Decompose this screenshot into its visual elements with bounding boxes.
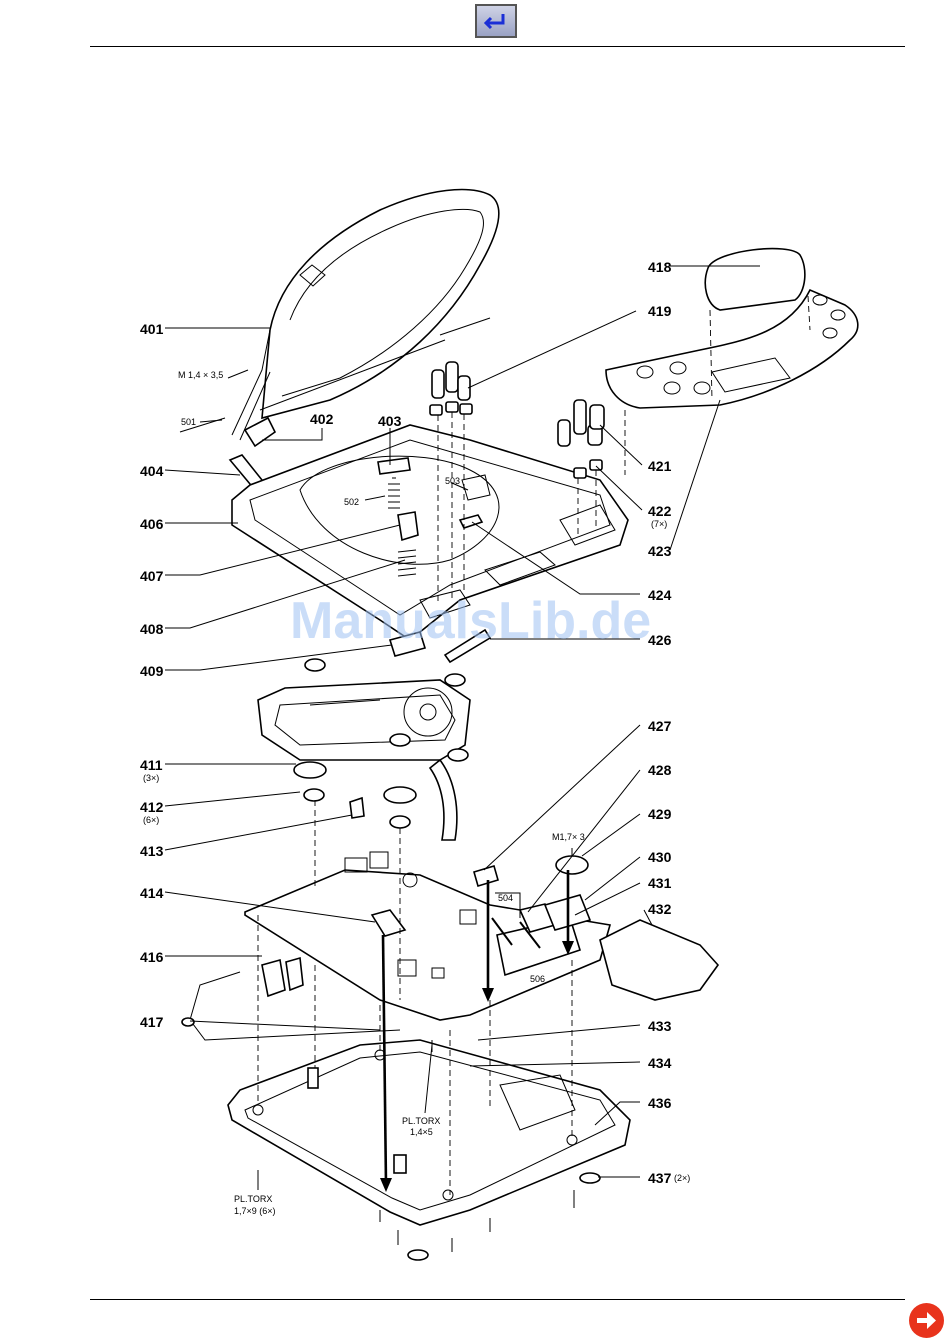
note-pltorx-2-line1: PL.TORX bbox=[234, 1194, 272, 1204]
label-501: 501 bbox=[181, 417, 196, 427]
qty-422: (7×) bbox=[651, 519, 667, 529]
label-432: 432 bbox=[648, 901, 672, 917]
label-401: 401 bbox=[140, 321, 164, 337]
label-428: 428 bbox=[648, 762, 672, 778]
label-408: 408 bbox=[140, 621, 164, 637]
note-screw-m14: M 1,4 × 3,5 bbox=[178, 370, 223, 380]
label-421: 421 bbox=[648, 458, 672, 474]
label-431: 431 bbox=[648, 875, 672, 891]
label-437: 437 bbox=[648, 1170, 672, 1186]
label-411: 411 bbox=[140, 757, 163, 773]
label-422: 422 bbox=[648, 503, 672, 519]
label-413: 413 bbox=[140, 843, 164, 859]
note-pltorx-1-line2: 1,4×5 bbox=[410, 1127, 433, 1137]
label-412: 412 bbox=[140, 799, 164, 815]
mechanism-part-411 bbox=[258, 659, 470, 840]
note-pltorx-1-line1: PL.TORX bbox=[402, 1116, 440, 1126]
label-414: 414 bbox=[140, 885, 164, 901]
label-419: 419 bbox=[648, 303, 672, 319]
label-426: 426 bbox=[648, 632, 672, 648]
label-418: 418 bbox=[648, 259, 672, 275]
label-427: 427 bbox=[648, 718, 672, 734]
buttons-part-419 bbox=[430, 362, 472, 415]
label-423: 423 bbox=[648, 543, 672, 559]
label-402: 402 bbox=[310, 411, 334, 427]
label-407: 407 bbox=[140, 568, 164, 584]
qty-411: (3×) bbox=[143, 773, 159, 783]
label-424: 424 bbox=[648, 587, 672, 603]
knob-part-407 bbox=[398, 512, 418, 540]
label-434: 434 bbox=[648, 1055, 672, 1071]
plate-part-432 bbox=[600, 920, 718, 1000]
label-433: 433 bbox=[648, 1018, 672, 1034]
top-panel-part-423 bbox=[606, 249, 858, 408]
label-417: 417 bbox=[140, 1014, 164, 1030]
note-screw-m17: M1,7× 3 bbox=[552, 832, 585, 842]
qty-412: (6×) bbox=[143, 815, 159, 825]
watermark: ManualsLib.de bbox=[290, 592, 651, 650]
label-436: 436 bbox=[648, 1095, 672, 1111]
label-430: 430 bbox=[648, 849, 672, 865]
buttons-part-421 bbox=[558, 400, 604, 478]
label-409: 409 bbox=[140, 663, 164, 679]
label-506: 506 bbox=[530, 974, 545, 984]
label-502: 502 bbox=[344, 497, 359, 507]
label-504: 504 bbox=[498, 893, 513, 903]
label-404: 404 bbox=[140, 463, 164, 479]
label-416: 416 bbox=[140, 949, 164, 965]
label-429: 429 bbox=[648, 806, 672, 822]
note-pltorx-2-line2: 1,7×9 (6×) bbox=[234, 1206, 276, 1216]
connector-part-427 bbox=[474, 866, 498, 886]
qty-437: (2×) bbox=[674, 1173, 690, 1183]
label-406: 406 bbox=[140, 516, 164, 532]
next-page-arrow-icon[interactable] bbox=[909, 1303, 944, 1338]
label-503: 503 bbox=[445, 476, 460, 486]
label-403: 403 bbox=[378, 413, 402, 429]
